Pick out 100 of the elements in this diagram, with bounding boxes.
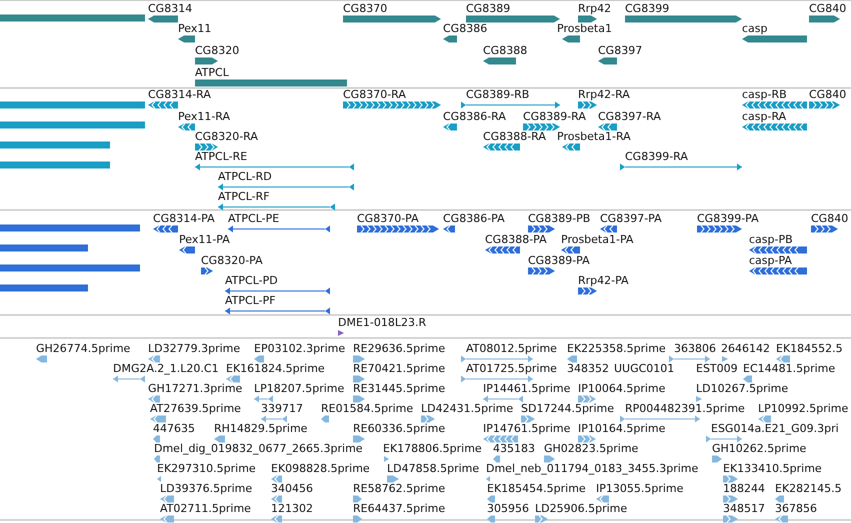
feature-label: casp-PB [749, 233, 793, 247]
feature-label: ATPCL-PD [225, 274, 278, 288]
feature-label: CG8386-RA [443, 110, 506, 124]
feature-label: casp [742, 22, 768, 36]
feature-label: UUGC0101 [614, 362, 674, 376]
feature-label: CG8314-RA [148, 88, 211, 102]
feature-label: AT01725.5prime [466, 362, 557, 376]
feature-label: Rrp42-RA [578, 88, 630, 102]
feature-label: EK185454.5prime [487, 482, 586, 496]
feature-label: CG840 [809, 88, 846, 102]
feature-label: CG8399-PA [697, 212, 759, 226]
feature-label: GH17271.3prime [148, 382, 242, 396]
feature-label: 2646142 [721, 342, 770, 356]
feature-label: Rrp42-PA [578, 274, 629, 288]
feature-label: Prosbeta1-RA [557, 130, 631, 144]
feature-label: EST009 [696, 362, 738, 376]
feature-label: DME1-018L23.R [338, 316, 426, 330]
feature-label: ATPCL-RF [218, 190, 270, 204]
feature-label: EK098828.5prime [271, 462, 370, 476]
feature-label: RH14829.5prime [214, 422, 308, 436]
feature-label: EK184552.5 [776, 342, 843, 356]
feature-label: CG8314-PA [153, 212, 215, 226]
feature-label: GH10262.5prime [712, 442, 806, 456]
feature-label: CG8397 [598, 44, 642, 58]
feature-label: 447635 [153, 422, 195, 436]
feature-label: 121302 [271, 502, 313, 516]
feature-label: LD39376.5prime [160, 482, 252, 496]
feature-label: EK133410.5prime [723, 462, 822, 476]
feature-label: CG8388 [483, 44, 528, 58]
feature-label: CG8397-PA [600, 212, 662, 226]
feature-label: casp-RA [742, 110, 786, 124]
feature-label: Pex11 [178, 22, 212, 36]
feature-label: RE01584.5prime [321, 402, 414, 416]
feature-label: CG8388-RA [483, 130, 546, 144]
feature-label: Pex11-PA [179, 233, 230, 247]
feature-label: CG8389 [466, 2, 510, 16]
feature-label: 339717 [261, 402, 303, 416]
feature-label: GH02823.5prime [544, 442, 638, 456]
feature-label: CG840 [811, 212, 848, 226]
feature-label: Rrp42 [578, 2, 612, 16]
feature-label: DMG2A.2_1.L20.C1 [113, 362, 219, 376]
feature-label: RP004482391.5prime [625, 402, 745, 416]
feature-label: CG8389-PB [528, 212, 590, 226]
feature-label: Dmel_dig_019832_0677_2665.3prime [154, 442, 363, 456]
feature-label: IP14461.5prime [483, 382, 570, 396]
feature-label: CG8388-PA [485, 233, 547, 247]
feature-label: IP10064.5prime [578, 382, 666, 396]
feature-label: ATPCL-RD [218, 170, 272, 184]
feature-label: IP10164.5prime [578, 422, 666, 436]
feature-label: ESG014a.E21_G09.3pri [711, 422, 839, 436]
feature-label: CG8320-PA [201, 254, 263, 268]
feature-label: EK282145.5 [775, 482, 842, 496]
feature-label: LP10992.5prime [758, 402, 848, 416]
feature-label: GH26774.5prime [36, 342, 130, 356]
feature-label: 363806 [674, 342, 716, 356]
feature-label: RE58762.5prime [353, 482, 446, 496]
feature-label: ATPCL-PE [228, 212, 280, 226]
feature-label: CG8320-RA [195, 130, 258, 144]
feature-label: 435183 [493, 442, 535, 456]
feature-label: LD10267.5prime [696, 382, 788, 396]
feature-label: SD17244.5prime [521, 402, 614, 416]
feature-label: ATPCL-RE [195, 150, 248, 164]
feature-label: CG8399 [625, 2, 670, 16]
feature-label: Dmel_neb_011794_0183_3455.3prime [486, 462, 698, 476]
feature-label: LD32779.3prime [148, 342, 240, 356]
feature-label: 188244 [723, 482, 765, 496]
feature-label: IP14761.5prime [483, 422, 570, 436]
feature-label: EK161824.5prime [226, 362, 325, 376]
feature-label: 367856 [775, 502, 817, 516]
feature-label: CG8314 [148, 2, 192, 16]
feature-label: CG8389-RB [466, 88, 530, 102]
feature-label: casp-PA [749, 254, 792, 268]
feature-label: EK297310.5prime [157, 462, 256, 476]
feature-label: CG8370-PA [357, 212, 419, 226]
feature-label: LD42431.5prime [421, 402, 514, 416]
feature-label: EC14481.5prime [743, 362, 836, 376]
feature-label: CG8397-RA [598, 110, 661, 124]
feature-label: LD47858.5prime [387, 462, 480, 476]
feature-label: RE29636.5prime [353, 342, 446, 356]
feature-label: AT02711.5prime [160, 502, 251, 516]
feature-label: Prosbeta1-PA [561, 233, 634, 247]
feature-label: CG8389-PA [528, 254, 590, 268]
feature-label: casp-RB [742, 88, 787, 102]
feature-label: LP18207.5prime [254, 382, 344, 396]
feature-label: AT08012.5prime [466, 342, 557, 356]
feature-label: RE70421.5prime [353, 362, 446, 376]
feature-label: 348352 [567, 362, 609, 376]
feature-label: 348517 [723, 502, 765, 516]
feature-label: CG8370 [343, 2, 388, 16]
feature-label: ATPCL [195, 66, 229, 80]
feature-label: CG8399-RA [625, 150, 688, 164]
feature-label: CG8389-RA [523, 110, 586, 124]
feature-label: Pex11-RA [178, 110, 230, 124]
feature-label: ATPCL-PF [225, 294, 276, 308]
feature-label: LD25906.5prime [535, 502, 628, 516]
feature-label: CG8386 [443, 22, 488, 36]
feature-label: RE64437.5prime [353, 502, 446, 516]
feature-label: CG840 [809, 2, 846, 16]
feature-label: EP03102.3prime [254, 342, 346, 356]
feature-label: Prosbeta1 [557, 22, 612, 36]
